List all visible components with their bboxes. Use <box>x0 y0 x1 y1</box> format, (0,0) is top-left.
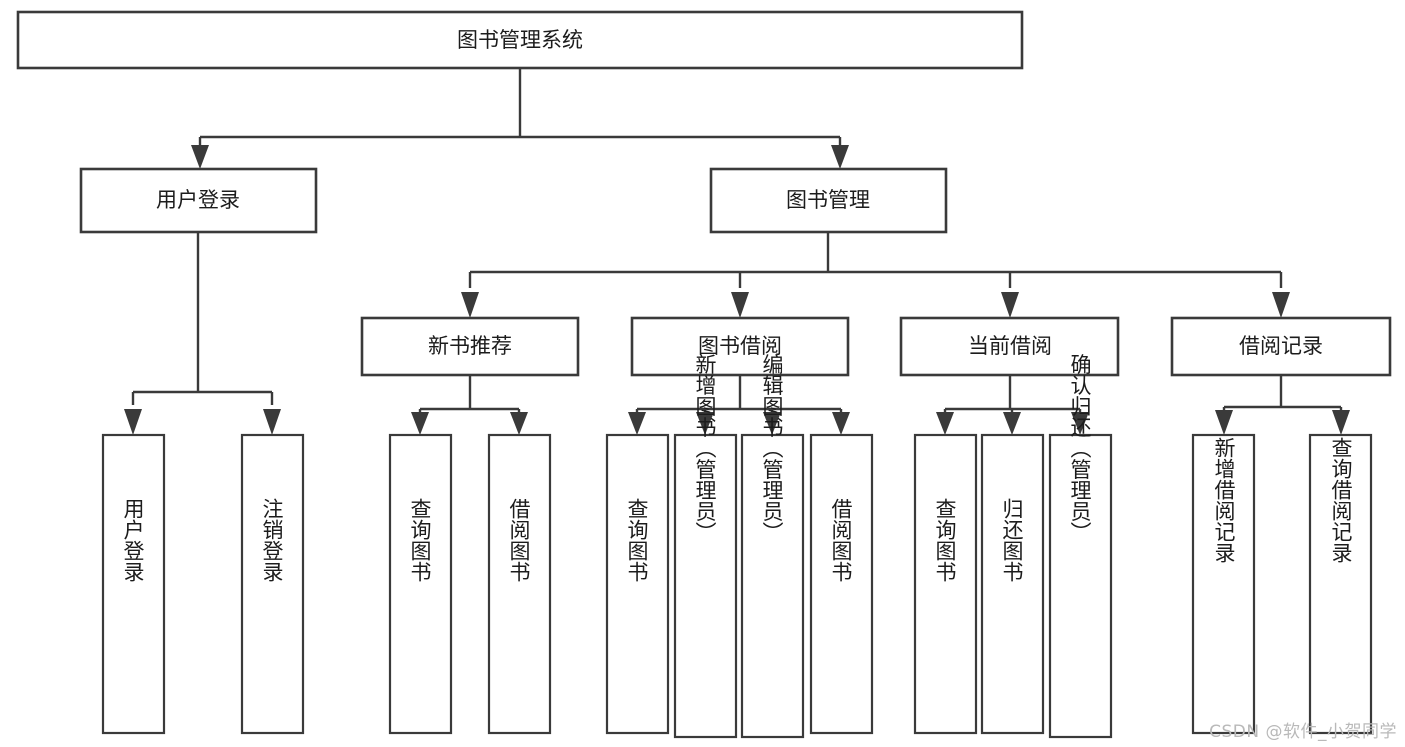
leaf-label: 注销登录 <box>260 498 284 582</box>
node-borrow-record-label: 借阅记录 <box>1239 334 1323 358</box>
node-current-borrow[interactable]: 当前借阅 <box>899 316 1120 377</box>
arrow-head-icon <box>696 412 714 435</box>
node-book-borrow[interactable]: 图书借阅 <box>630 316 850 377</box>
connector-new-book-to-leaves <box>411 375 528 435</box>
connector-borrow-record-to-leaves <box>1215 375 1350 435</box>
node-new-book-recommend[interactable]: 新书推荐 <box>360 316 580 377</box>
leaf-label: 借阅图书 <box>829 498 853 582</box>
leaf-label: 借阅图书 <box>507 498 531 582</box>
leaf-label: 查询借阅记录 <box>1329 437 1353 563</box>
arrow-head-icon <box>1215 410 1233 435</box>
leaf-label: 用户登录 <box>121 498 145 582</box>
arrow-head-icon <box>831 145 849 169</box>
connector-user-login-to-leaves <box>124 232 281 435</box>
arrow-head-icon <box>628 412 646 435</box>
leaf-node-book-borrow-edit[interactable]: 编辑图书（管理员） <box>740 354 805 739</box>
leaf-node-new-book-borrow[interactable]: 借阅图书 <box>487 433 552 735</box>
node-new-book-recommend-label: 新书推荐 <box>428 334 512 358</box>
arrow-head-icon <box>510 412 528 435</box>
arrow-head-icon <box>1003 412 1021 435</box>
node-book-management-label: 图书管理 <box>786 188 870 212</box>
leaf-node-new-book-query[interactable]: 查询图书 <box>388 433 453 735</box>
node-user-login-label: 用户登录 <box>156 188 240 212</box>
leaf-label: 新增借阅记录 <box>1212 437 1236 563</box>
leaf-node-current-borrow-return[interactable]: 归还图书 <box>980 433 1045 735</box>
arrow-head-icon <box>124 409 142 435</box>
leaf-node-user-login-login[interactable]: 用户登录 <box>101 433 166 735</box>
arrow-head-icon <box>731 292 749 318</box>
leaf-label: 查询图书 <box>933 498 957 582</box>
leaf-label: 查询图书 <box>408 498 432 582</box>
arrow-head-icon <box>263 409 281 435</box>
leaf-label: 编辑图书（管理员） <box>760 354 784 543</box>
leaf-node-user-login-logout[interactable]: 注销登录 <box>240 433 305 735</box>
leaf-node-current-borrow-query[interactable]: 查询图书 <box>913 433 978 735</box>
arrow-head-icon <box>936 412 954 435</box>
arrow-head-icon <box>411 412 429 435</box>
leaf-node-book-borrow-add[interactable]: 新增图书（管理员） <box>673 354 738 739</box>
leaf-node-borrow-record-query[interactable]: 查询借阅记录 <box>1308 433 1373 735</box>
arrow-head-icon <box>763 412 781 435</box>
arrow-head-icon <box>191 145 209 169</box>
arrow-head-icon <box>832 412 850 435</box>
arrow-head-icon <box>1001 292 1019 318</box>
node-book-borrow-label: 图书借阅 <box>698 334 782 358</box>
node-root-system[interactable]: 图书管理系统 <box>16 10 1024 70</box>
leaf-label: 新增图书（管理员） <box>693 354 717 543</box>
leaf-label: 确认归还（管理员） <box>1068 354 1092 543</box>
node-root-label: 图书管理系统 <box>457 28 583 52</box>
leaf-label: 查询图书 <box>625 498 649 582</box>
arrow-head-icon <box>1332 410 1350 435</box>
arrow-head-icon <box>461 292 479 318</box>
connector-current-borrow-to-leaves <box>936 375 1089 435</box>
node-user-login[interactable]: 用户登录 <box>79 167 318 234</box>
arrow-head-icon <box>1272 292 1290 318</box>
connector-book-borrow-to-leaves <box>628 375 850 435</box>
node-borrow-record[interactable]: 借阅记录 <box>1170 316 1392 377</box>
node-current-borrow-label: 当前借阅 <box>968 334 1052 358</box>
node-book-management[interactable]: 图书管理 <box>709 167 948 234</box>
connector-level2-to-level3 <box>461 232 1290 318</box>
leaf-node-borrow-record-add[interactable]: 新增借阅记录 <box>1191 433 1256 735</box>
leaf-label: 归还图书 <box>1000 498 1024 582</box>
leaf-node-book-borrow-query[interactable]: 查询图书 <box>605 433 670 735</box>
arrow-head-icon <box>1071 412 1089 435</box>
leaf-node-book-borrow-borrow[interactable]: 借阅图书 <box>809 433 874 735</box>
connector-root-to-level2 <box>191 68 849 169</box>
leaf-node-current-borrow-confirm[interactable]: 确认归还（管理员） <box>1048 354 1113 739</box>
